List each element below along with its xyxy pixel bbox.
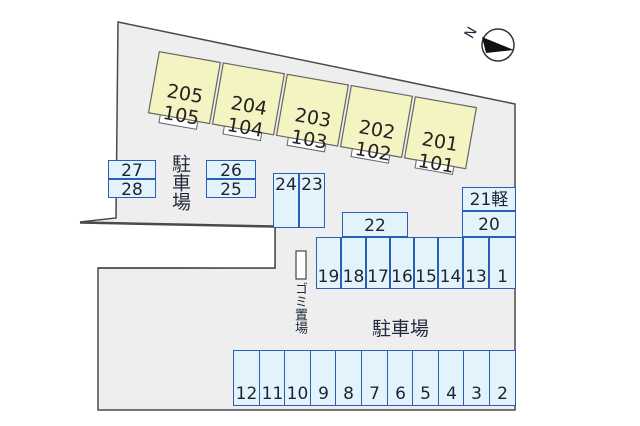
north-arrow-needle xyxy=(482,37,514,53)
parking-slot-number: 22 xyxy=(364,215,386,236)
parking-slot: 6 xyxy=(387,350,414,406)
parking-slot-number: 15 xyxy=(415,267,437,287)
parking-slot-number: 6 xyxy=(395,384,406,404)
parking-slot-number: 5 xyxy=(420,384,431,404)
porch-step xyxy=(350,148,391,164)
porch-step xyxy=(158,114,199,130)
parking-slot: 27 xyxy=(108,160,156,181)
parking-slot: 11 xyxy=(259,350,286,406)
parking-slot: 7 xyxy=(361,350,388,406)
parking-slot: 12 xyxy=(233,350,260,406)
parking-slot: 8 xyxy=(335,350,362,406)
parking-slot: 10 xyxy=(284,350,311,406)
parking-slot-number: 17 xyxy=(367,267,389,287)
parking-slot-number: 7 xyxy=(369,384,380,404)
garbage-area-label: ゴミ置場 xyxy=(292,282,307,334)
parking-slot: 4 xyxy=(438,350,465,406)
parking-slot: 14 xyxy=(438,237,463,289)
parking-slot: 19 xyxy=(316,237,341,289)
porch-step xyxy=(222,125,263,142)
parking-slot-number: 1 xyxy=(497,267,508,287)
parking-slot-number: 25 xyxy=(220,179,242,200)
parking-slot-number: 23 xyxy=(301,175,323,195)
building-block xyxy=(147,50,478,176)
entrance-road xyxy=(80,223,275,268)
parking-slot-number: 20 xyxy=(478,215,500,235)
parking-slot: 5 xyxy=(412,350,439,406)
parking-slot: 18 xyxy=(341,237,366,289)
parking-slot-number: 14 xyxy=(439,267,462,287)
parking-slot: 24 xyxy=(273,173,299,228)
parking-slot-number: 24 xyxy=(275,175,297,195)
parking-slot: 17 xyxy=(366,237,390,289)
parking-slot-number: 21軽 xyxy=(469,190,509,210)
parking-slot-number: 18 xyxy=(342,267,365,287)
parking-slot-number: 26 xyxy=(220,160,242,181)
parking-slot: 22 xyxy=(342,212,408,237)
parking-slot: 26 xyxy=(206,160,256,181)
parking-slot: 3 xyxy=(463,350,490,406)
parking-slot-number: 8 xyxy=(343,384,354,404)
garbage-box xyxy=(295,250,307,280)
parking-slot: 1 xyxy=(489,237,516,289)
parking-slot-number: 12 xyxy=(235,384,258,404)
parking-slot: 9 xyxy=(310,350,337,406)
parking-slot: 28 xyxy=(108,179,156,200)
parking-slot: 15 xyxy=(414,237,438,289)
entrance-edge xyxy=(79,222,276,269)
parking-slot: 13 xyxy=(463,237,489,289)
parking-slot-number: 3 xyxy=(471,384,482,404)
parking-label-center: 駐車場 xyxy=(372,318,430,340)
parking-slot: 20 xyxy=(462,211,516,237)
parking-slot-number: 13 xyxy=(465,267,487,287)
parking-slot-number: 16 xyxy=(391,267,413,287)
parking-slot-number: 28 xyxy=(121,179,143,200)
parking-slot-number: 11 xyxy=(261,384,284,404)
parking-slot: 23 xyxy=(299,173,325,228)
porch-step xyxy=(286,136,327,153)
parking-slot-number: 10 xyxy=(286,384,309,404)
parking-slot-number: 27 xyxy=(121,160,143,181)
parking-slot: 2 xyxy=(489,350,516,406)
parking-slot: 25 xyxy=(206,179,256,200)
parking-slot-number: 4 xyxy=(446,384,457,404)
parking-slot: 16 xyxy=(390,237,414,289)
parking-slot: 21軽 xyxy=(462,187,516,211)
parking-slot-number: 19 xyxy=(317,267,340,287)
parking-slot-number: 2 xyxy=(497,384,508,404)
porch-step xyxy=(414,159,455,176)
parking-slot-number: 9 xyxy=(318,384,329,404)
parking-label-left: 駐車場 xyxy=(169,154,191,211)
